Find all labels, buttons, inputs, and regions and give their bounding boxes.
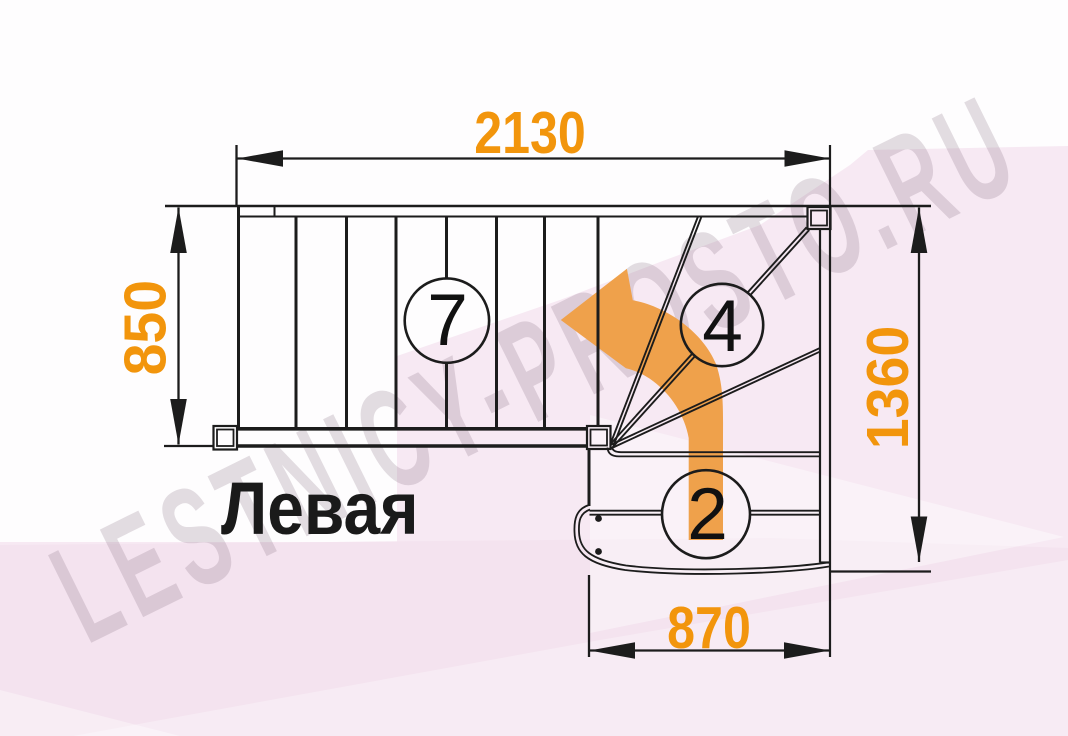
svg-text:7: 7 [427,280,468,361]
svg-text:2: 2 [687,474,728,555]
svg-text:850: 850 [113,280,179,375]
svg-text:2130: 2130 [474,99,586,166]
svg-text:1360: 1360 [855,326,921,449]
svg-text:870: 870 [667,594,751,661]
svg-text:4: 4 [702,286,743,367]
svg-text:Левая: Левая [221,466,419,550]
